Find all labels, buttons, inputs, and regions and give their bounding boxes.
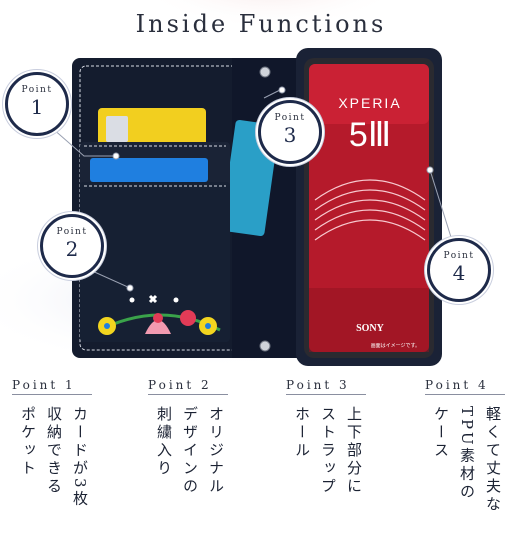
point-4-line-1: 軽くて丈夫な xyxy=(484,406,502,514)
point-1-marker: Point 1 xyxy=(5,72,69,136)
point-3-marker: Point 3 xyxy=(258,100,322,164)
point-1-line-1: カードが3枚 xyxy=(71,406,89,509)
point-4-marker: Point 4 xyxy=(427,238,491,302)
point-2-marker-word: Point xyxy=(56,227,88,237)
point-2-label: Point 2 xyxy=(148,378,212,392)
point-2-marker-number: 2 xyxy=(65,237,79,261)
point-1-label: Point 1 xyxy=(12,378,76,392)
point-1-underline xyxy=(12,394,92,395)
leader-dots xyxy=(112,86,434,292)
point-3-line-1: 上下部分に xyxy=(345,406,363,496)
point-4-line-2: TPU素材の xyxy=(458,406,476,502)
point-4-marker-number: 4 xyxy=(452,261,466,285)
phone-maker-text: SONY xyxy=(356,323,385,334)
point-3-line-2: ストラップ xyxy=(319,406,337,496)
point-3-line-3: ホール xyxy=(293,406,311,460)
point-2-line-3: 刺繍入り xyxy=(155,406,173,478)
point-2-underline xyxy=(148,394,228,395)
leader-lines xyxy=(51,89,456,289)
point-1-marker-word: Point xyxy=(21,85,53,95)
point-1-line-2: 収納できる xyxy=(45,406,63,496)
point-2-description: Point 2 オリジナル デザインの 刺繍入り xyxy=(148,378,273,538)
page-title: Inside Functions xyxy=(135,10,387,38)
card-pocket-2 xyxy=(80,182,230,342)
phone-model-text: 5Ⅲ xyxy=(349,116,391,154)
flower-embroidery xyxy=(98,294,221,335)
point-3-description: Point 3 上下部分に ストラップ ホール xyxy=(286,378,411,538)
point-3-marker-word: Point xyxy=(274,113,306,123)
point-4-description: Point 4 軽くて丈夫な TPU素材の ケース xyxy=(425,378,520,538)
point-1-line-3: ポケット xyxy=(19,406,37,478)
point-4-marker-word: Point xyxy=(443,251,475,261)
point-3-marker-number: 3 xyxy=(283,123,297,147)
card-blue-peek xyxy=(90,158,208,182)
point-4-underline xyxy=(425,394,505,395)
strap-hole-top xyxy=(259,66,271,78)
point-3-label: Point 3 xyxy=(286,378,350,392)
point-4-label: Point 4 xyxy=(425,378,489,392)
point-1-description: Point 1 カードが3枚 収納できる ポケット xyxy=(12,378,137,538)
point-2-line-2: デザインの xyxy=(181,406,199,496)
phone-brand-text: XPERIA xyxy=(338,95,401,111)
strap-hole-bottom xyxy=(259,340,271,352)
point-1-marker-number: 1 xyxy=(30,95,44,119)
phone-case-illustration: XPERIA 5Ⅲ SONY 画面はイメージです。 xyxy=(51,48,456,366)
phone-screen xyxy=(304,58,434,358)
phone-note-text: 画面はイメージです。 xyxy=(371,343,420,349)
point-2-marker: Point 2 xyxy=(40,214,104,278)
point-2-line-1: オリジナル xyxy=(207,406,225,496)
point-3-underline xyxy=(286,394,366,395)
point-4-line-3: ケース xyxy=(432,406,450,460)
